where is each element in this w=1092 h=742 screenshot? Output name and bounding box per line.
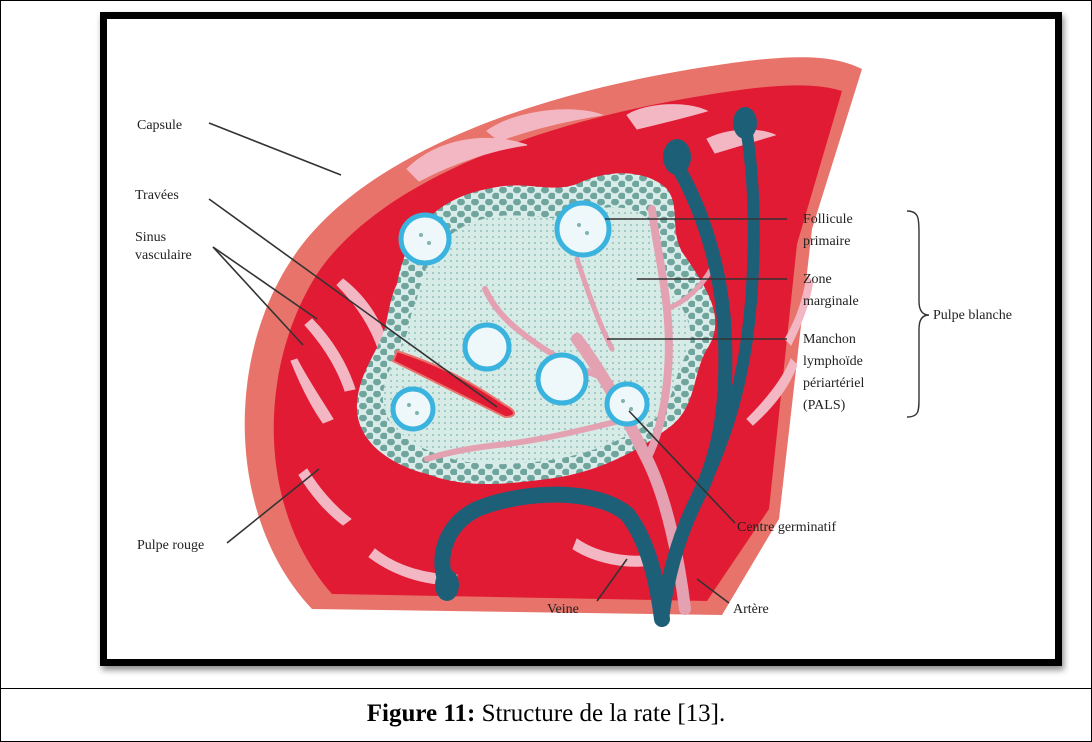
label-manchon-3: périartériel	[803, 376, 865, 391]
table-row-divider	[0, 688, 1092, 689]
label-centre-germinatif: Centre germinatif	[737, 520, 836, 535]
spleen-figure-frame: Capsule Travées Sinus vasculaire Pulpe r…	[100, 12, 1062, 666]
label-veine: Veine	[547, 602, 579, 617]
label-follicule-1: Follicule	[803, 212, 853, 227]
caption-label: Figure 11:	[367, 700, 476, 727]
caption-text: Structure de la rate [13].	[475, 700, 725, 727]
label-zone-2: marginale	[803, 294, 859, 309]
label-manchon-2: lymphoïde	[803, 354, 863, 369]
figure-caption: Figure 11: Structure de la rate [13].	[0, 700, 1092, 728]
label-manchon-4: (PALS)	[803, 398, 846, 413]
label-follicule-2: primaire	[803, 234, 850, 249]
label-zone-1: Zone	[803, 272, 832, 287]
label-sinus-1: Sinus	[135, 230, 166, 245]
label-capsule: Capsule	[137, 118, 182, 133]
label-manchon-1: Manchon	[803, 332, 856, 347]
label-pulpe-blanche: Pulpe blanche	[933, 308, 1012, 323]
label-travees: Travées	[135, 188, 179, 203]
label-sinus-2: vasculaire	[135, 248, 192, 263]
label-pulpe-rouge: Pulpe rouge	[137, 538, 204, 553]
label-artere: Artère	[733, 602, 769, 617]
spleen-diagram: Capsule Travées Sinus vasculaire Pulpe r…	[107, 19, 1041, 645]
